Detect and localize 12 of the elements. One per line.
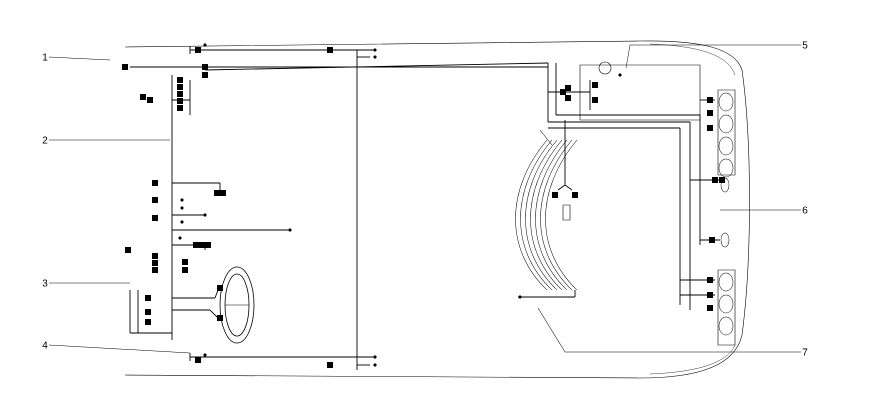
callout-number: 6 xyxy=(802,206,808,214)
callout-number: 2 xyxy=(42,136,48,144)
callout-number: 1 xyxy=(43,54,48,60)
leader-line xyxy=(48,282,130,284)
callout-number: 7 xyxy=(802,348,808,356)
leader-line xyxy=(626,44,802,68)
callout-number: 3 xyxy=(42,279,48,287)
callout-number: 4 xyxy=(42,342,48,348)
leader-line xyxy=(48,56,110,60)
leader-line xyxy=(538,308,802,352)
callout-number: 5 xyxy=(802,42,808,48)
leader-line xyxy=(48,344,190,354)
